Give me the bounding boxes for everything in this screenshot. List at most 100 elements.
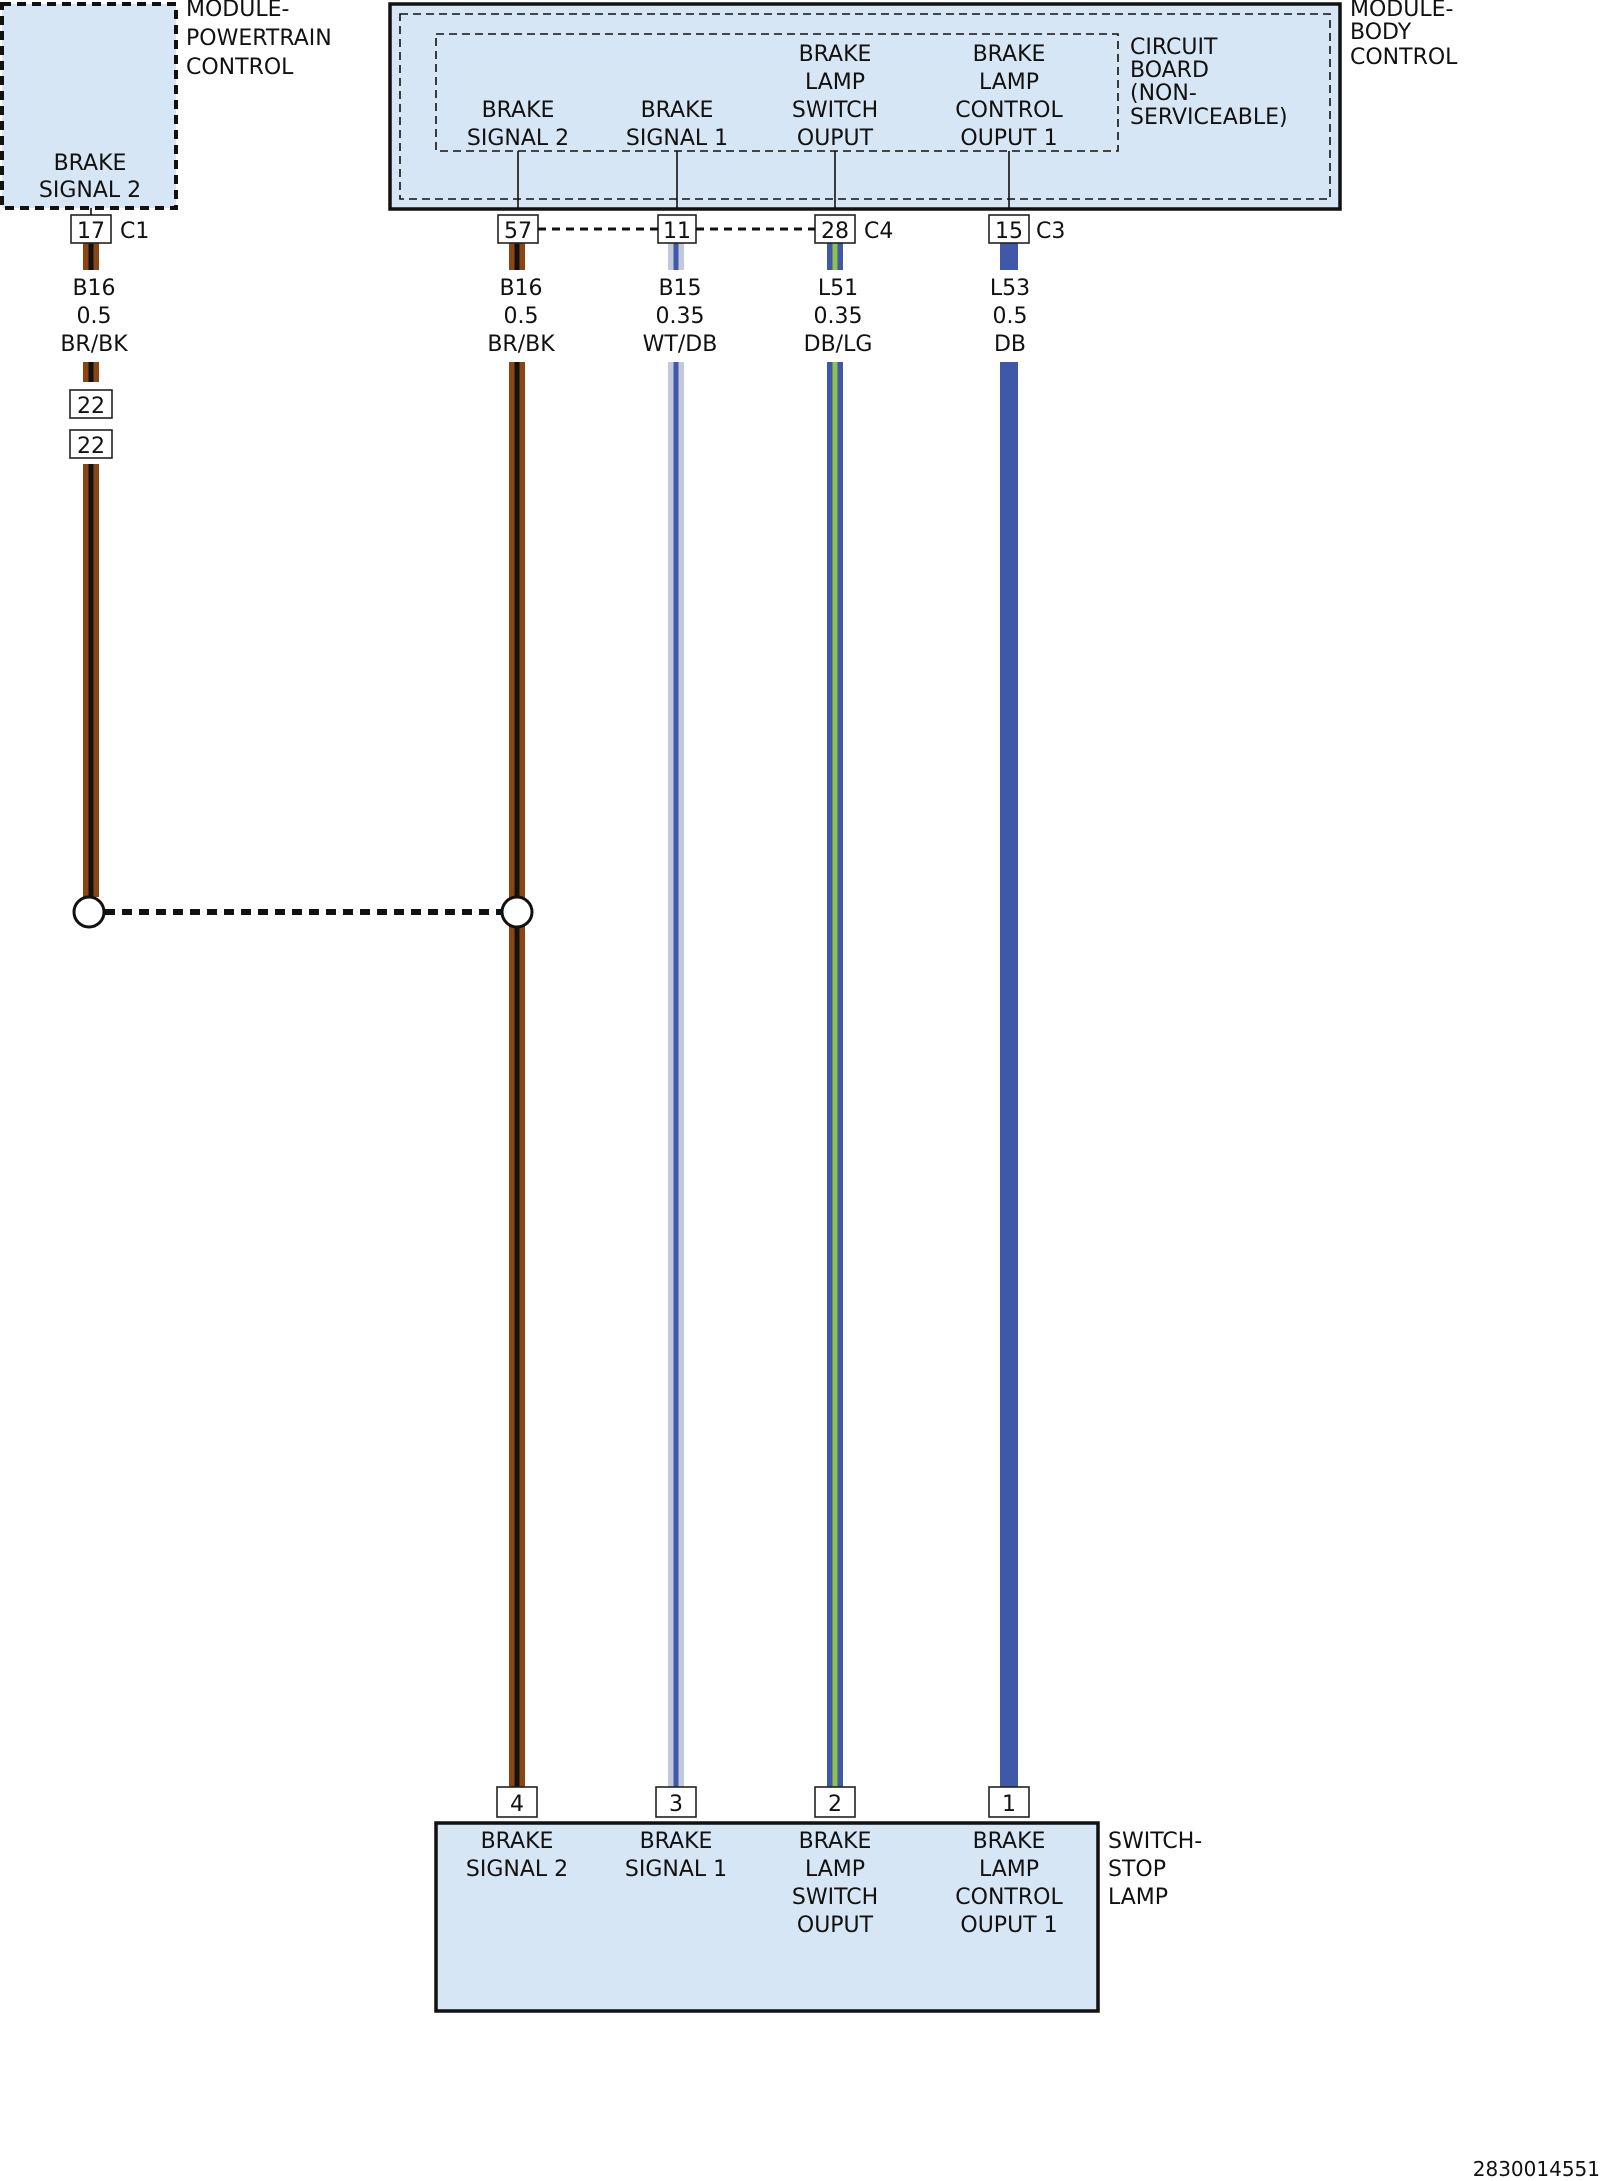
- wire-l51-stripe: [832, 243, 838, 1787]
- svg-text:B16: B16: [72, 276, 115, 301]
- pcm-pin-17[interactable]: 17: [70, 214, 112, 244]
- connector-c4-label: C4: [864, 219, 893, 244]
- svg-text:0.5: 0.5: [993, 304, 1028, 329]
- svg-text:BR/BK: BR/BK: [60, 332, 128, 357]
- bcm-pin-label-brake-signal-2: BRAKE SIGNAL 2: [467, 98, 569, 151]
- switch-title-line3: LAMP: [1108, 1885, 1168, 1910]
- wire-l51[interactable]: [827, 243, 843, 1787]
- wire-label-pcm-b16: B16 0.5 BR/BK: [60, 270, 128, 362]
- wire-b15-stripe: [673, 243, 679, 1787]
- switch-pin-4[interactable]: 4: [496, 1786, 538, 1818]
- bcm-pin-label-brake-lamp-control-ouput-1: BRAKE LAMP CONTROL OUPUT 1: [955, 42, 1063, 151]
- inline-pin-top-number: 22: [77, 394, 105, 419]
- switch-pin-label-brake-signal-2: BRAKE SIGNAL 2: [466, 1829, 568, 1882]
- inline-connector-pin-22-bottom[interactable]: 22: [69, 429, 113, 459]
- svg-text:L53: L53: [990, 276, 1030, 301]
- bcm-pin-11[interactable]: 11: [657, 214, 697, 244]
- switch-pin-3[interactable]: 3: [655, 1786, 697, 1818]
- svg-text:BRAKE: BRAKE: [640, 1829, 713, 1854]
- pcm-module-box: [0, 2, 178, 210]
- svg-text:SIGNAL 2: SIGNAL 2: [467, 126, 569, 151]
- bcm-pin-15-number: 15: [995, 219, 1023, 244]
- wire-label-bcm-b16: B16 0.5 BR/BK: [480, 270, 560, 362]
- circuit-board-box: [435, 33, 1119, 152]
- svg-text:BRAKE: BRAKE: [482, 98, 555, 123]
- svg-text:OUPUT 1: OUPUT 1: [960, 126, 1057, 151]
- circuit-board-label-line2: BOARD: [1130, 58, 1209, 83]
- pcm-pin-17-number: 17: [77, 219, 105, 244]
- wire-label-l51: L51 0.35 DB/LG: [794, 270, 884, 362]
- pcm-module: BRAKE SIGNAL 2 MODULE- POWERTRAIN CONTRO…: [0, 0, 332, 210]
- switch-pin-1[interactable]: 1: [988, 1786, 1030, 1818]
- splice-node-left[interactable]: [72, 895, 106, 929]
- connector-c3-label: C3: [1036, 219, 1065, 244]
- bcm-pin-label-brake-lamp-switch-ouput: BRAKE LAMP SWITCH OUPUT: [792, 42, 878, 151]
- inline-connector-pin-22-top[interactable]: 22: [69, 389, 113, 419]
- svg-text:SIGNAL 1: SIGNAL 1: [626, 126, 728, 151]
- wire-bcm-b16[interactable]: [509, 243, 525, 1787]
- circuit-board-label-line1: CIRCUIT: [1130, 35, 1218, 60]
- svg-text:DB: DB: [994, 332, 1026, 357]
- svg-text:LAMP: LAMP: [805, 70, 865, 95]
- svg-text:BRAKE: BRAKE: [481, 1829, 554, 1854]
- svg-text:OUPUT: OUPUT: [797, 126, 874, 151]
- wire-label-b15: B15 0.35 WT/DB: [632, 270, 728, 362]
- svg-text:CONTROL: CONTROL: [955, 1885, 1063, 1910]
- bcm-pin-28[interactable]: 28: [814, 214, 856, 244]
- switch-pin-2[interactable]: 2: [814, 1786, 856, 1818]
- switch-title-line2: STOP: [1108, 1857, 1166, 1882]
- svg-text:0.35: 0.35: [814, 304, 863, 329]
- svg-text:OUPUT: OUPUT: [797, 1913, 874, 1938]
- switch-pin-label-brake-lamp-control-ouput-1: BRAKE LAMP CONTROL OUPUT 1: [955, 1829, 1063, 1938]
- bcm-module-box: [388, 2, 1342, 211]
- svg-text:SWITCH: SWITCH: [792, 1885, 878, 1910]
- inline-pin-bottom-number: 22: [77, 434, 105, 459]
- bcm-pin-label-brake-signal-1: BRAKE SIGNAL 1: [626, 98, 728, 151]
- svg-text:WT/DB: WT/DB: [643, 332, 718, 357]
- wire-label-l53: L53 0.5 DB: [978, 270, 1044, 362]
- bcm-pin-15[interactable]: 15: [988, 214, 1030, 244]
- svg-text:0.5: 0.5: [504, 304, 539, 329]
- switch-pin-2-number: 2: [828, 1792, 842, 1817]
- svg-text:L51: L51: [818, 276, 858, 301]
- svg-text:BRAKE: BRAKE: [799, 42, 872, 67]
- wires-layer: [83, 243, 1018, 1787]
- switch-stop-lamp-box: [434, 1821, 1100, 2013]
- switch-title-line1: SWITCH-: [1108, 1829, 1202, 1854]
- svg-text:DB/LG: DB/LG: [804, 332, 873, 357]
- svg-text:LAMP: LAMP: [979, 1857, 1039, 1882]
- switch-pin-label-brake-lamp-switch-ouput: BRAKE LAMP SWITCH OUPUT: [792, 1829, 878, 1938]
- svg-text:OUPUT 1: OUPUT 1: [960, 1913, 1057, 1938]
- wire-l53-insulation: [1000, 243, 1018, 1787]
- switch-pin-4-number: 4: [510, 1792, 524, 1817]
- pcm-title-line2: POWERTRAIN: [186, 26, 332, 51]
- bcm-title-line3: CONTROL: [1350, 45, 1458, 70]
- pcm-title-line1: MODULE-: [186, 0, 289, 22]
- svg-text:LAMP: LAMP: [979, 70, 1039, 95]
- switch-pin-label-brake-signal-1: BRAKE SIGNAL 1: [625, 1829, 727, 1882]
- bcm-pin-57[interactable]: 57: [497, 214, 539, 244]
- bcm-pin-28-number: 28: [821, 219, 849, 244]
- bcm-module: CIRCUIT BOARD (NON- SERVICEABLE) MODULE-…: [388, 0, 1458, 211]
- svg-text:LAMP: LAMP: [805, 1857, 865, 1882]
- wire-l53[interactable]: [1000, 243, 1018, 1787]
- bcm-pin-11-number: 11: [663, 219, 691, 244]
- circuit-board-label-line4: SERVICEABLE): [1130, 105, 1288, 130]
- connector-c1-label: C1: [120, 219, 149, 244]
- wire-b15[interactable]: [668, 243, 684, 1787]
- splice-node-right[interactable]: [500, 895, 534, 929]
- svg-text:SWITCH: SWITCH: [792, 98, 878, 123]
- svg-text:B16: B16: [499, 276, 542, 301]
- wire-bcm-b16-stripe: [514, 243, 520, 1787]
- svg-text:B15: B15: [658, 276, 701, 301]
- pcm-title-line3: CONTROL: [186, 55, 294, 80]
- svg-text:0.5: 0.5: [77, 304, 112, 329]
- bcm-pin-57-number: 57: [504, 219, 532, 244]
- circuit-board-label-line3: (NON-: [1130, 81, 1197, 106]
- switch-pin-1-number: 1: [1002, 1792, 1016, 1817]
- svg-text:SIGNAL 2: SIGNAL 2: [466, 1857, 568, 1882]
- svg-text:0.35: 0.35: [656, 304, 705, 329]
- pcm-inner-label-line2: SIGNAL 2: [39, 178, 141, 203]
- svg-text:BRAKE: BRAKE: [641, 98, 714, 123]
